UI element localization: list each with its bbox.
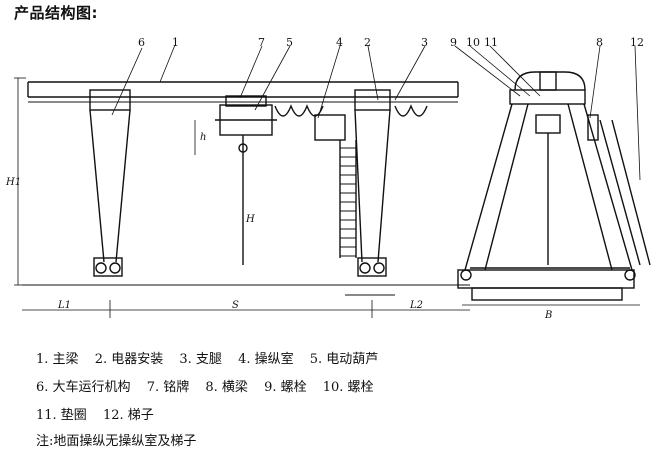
legend-item: 3. 支腿: [179, 352, 222, 367]
label-2: 2: [364, 36, 371, 49]
dim-S: S: [232, 300, 239, 311]
legend-item: 1. 主梁: [36, 352, 79, 367]
diagram-title: 产品结构图:: [14, 4, 98, 22]
label-7: 7: [258, 36, 265, 49]
label-10: 10: [466, 36, 480, 49]
end-view: [457, 71, 651, 306]
crane-structure-drawing: 6 1 7 5 4 2 3 9 10 11 8 12 H1 h H S L1 L…: [5, 36, 651, 321]
label-11: 11: [484, 36, 498, 49]
leader-lines: [111, 44, 641, 181]
dim-L2: L2: [409, 300, 423, 311]
label-4: 4: [336, 36, 343, 49]
legend-item: 8. 横梁: [205, 380, 248, 395]
electric-hoist: [215, 95, 277, 265]
part-number-labels: 6 1 7 5 4 2 3 9 10 11 8 12: [138, 36, 644, 49]
label-12: 12: [630, 36, 644, 49]
dim-L1: L1: [57, 300, 71, 311]
right-leg: [354, 89, 391, 277]
legend-item: 5. 电动葫芦: [309, 352, 379, 367]
label-1: 1: [172, 36, 179, 49]
label-8: 8: [596, 36, 603, 49]
legend-item: 9. 螺栓: [264, 380, 307, 395]
legend-item: 12. 梯子: [102, 408, 154, 423]
footnote: 注:地面操纵无操纵室及梯子: [36, 434, 197, 449]
label-6: 6: [138, 36, 145, 49]
legend-item: 10. 螺栓: [322, 380, 374, 395]
legend-row-3: 11. 垫圈 12. 梯子: [36, 404, 166, 423]
ladder-side: [339, 140, 357, 258]
label-3: 3: [421, 36, 428, 49]
label-5: 5: [286, 36, 293, 49]
dim-h: h: [200, 132, 206, 143]
operator-cab: [314, 114, 346, 141]
legend-row-1: 1. 主梁 2. 电器安装 3. 支腿 4. 操纵室 5. 电动葫芦: [36, 348, 390, 367]
ground: [22, 284, 470, 296]
left-leg: [89, 89, 131, 277]
legend-item: 4. 操纵室: [238, 352, 294, 367]
main-girder: [27, 81, 459, 103]
legend-row-2: 6. 大车运行机构 7. 铭牌 8. 横梁 9. 螺栓 10. 螺栓: [36, 376, 386, 395]
legend-item: 6. 大车运行机构: [36, 380, 131, 395]
label-9: 9: [450, 36, 457, 49]
legend-item: 11. 垫圈: [36, 408, 87, 423]
dim-B: B: [544, 310, 552, 321]
cable-festoon: [274, 104, 428, 117]
dim-H1: H1: [5, 177, 21, 188]
ladder-rungs: [340, 147, 356, 257]
legend-item: 2. 电器安装: [94, 352, 164, 367]
dimension-labels: H1 h H S L1 L2 B: [5, 132, 552, 321]
legend-item: 7. 铭牌: [146, 380, 190, 395]
dim-H: H: [245, 214, 255, 225]
dimension-lines: [14, 77, 470, 318]
